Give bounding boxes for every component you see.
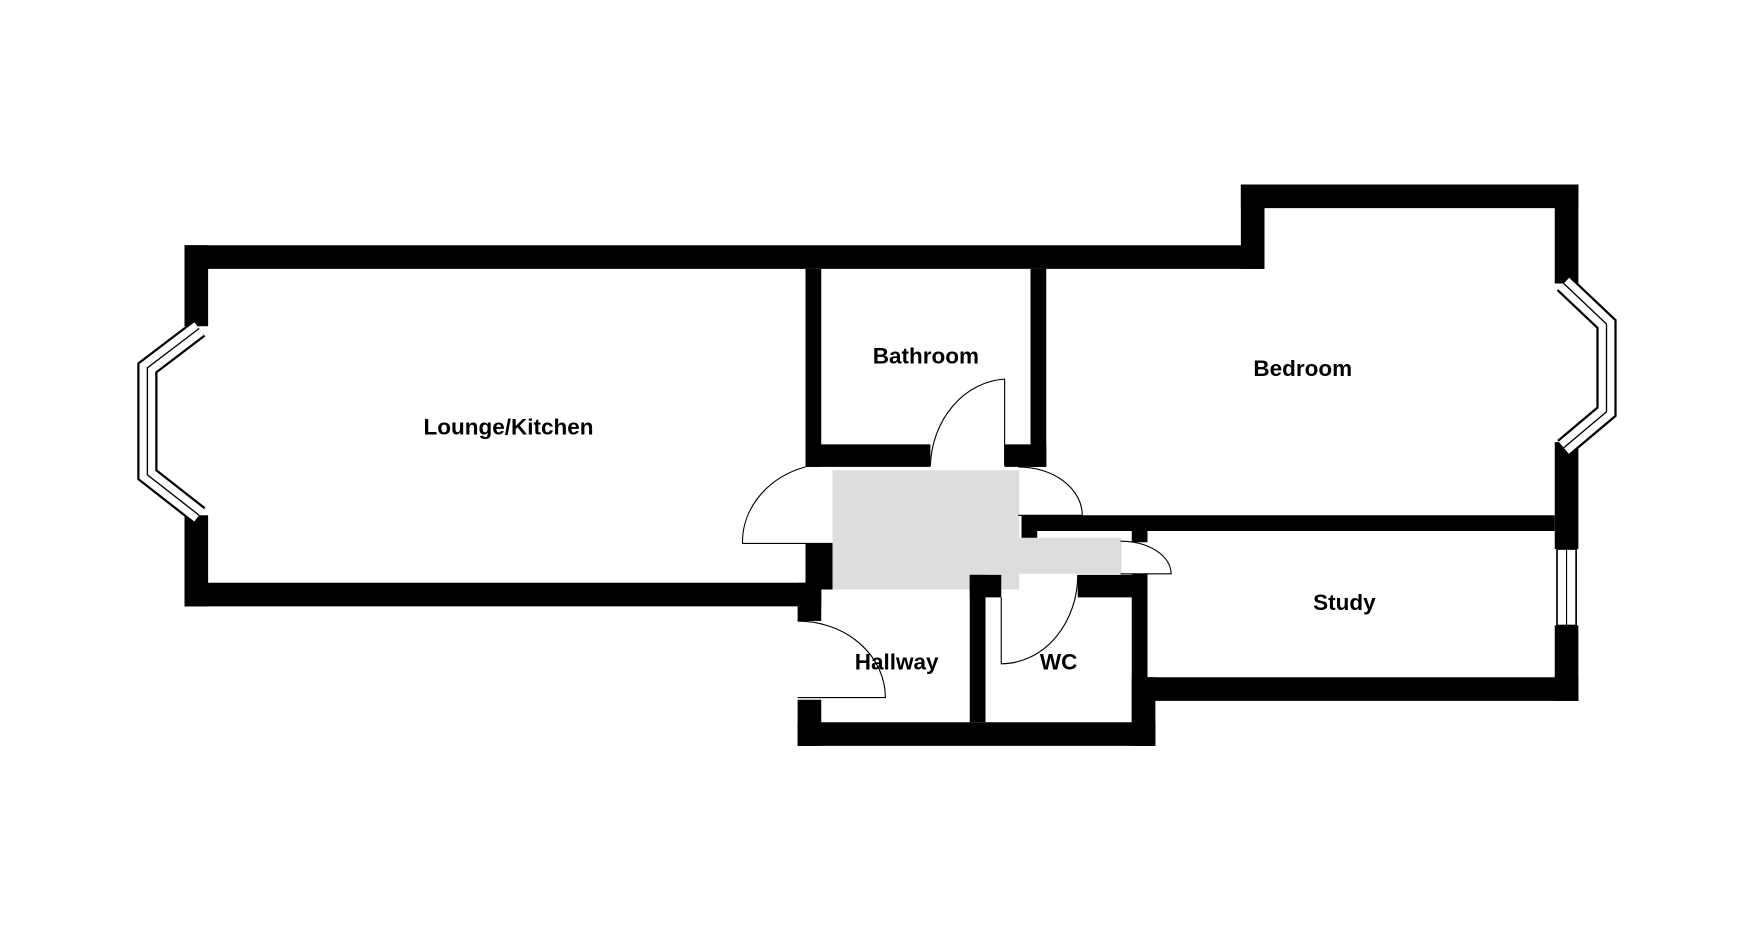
hall-floor xyxy=(832,470,1122,590)
bay-window-bedroom xyxy=(1556,276,1617,456)
door-bedroom[interactable] xyxy=(1018,466,1083,516)
door-wc[interactable] xyxy=(1000,574,1079,665)
room-label-bedroom: Bedroom xyxy=(1253,356,1352,381)
door-lounge[interactable] xyxy=(741,466,833,544)
room-label-study: Study xyxy=(1313,590,1376,615)
room-label-lounge: Lounge/Kitchen xyxy=(424,414,594,439)
room-label-wc: WC xyxy=(1040,649,1078,674)
front-door-hallway[interactable] xyxy=(797,620,886,699)
room-label-bathroom: Bathroom xyxy=(873,343,979,368)
walls xyxy=(184,184,1579,746)
door-study[interactable] xyxy=(1120,540,1172,575)
door-bathroom[interactable] xyxy=(929,378,1006,466)
bay-window-lounge xyxy=(137,320,206,524)
window-study xyxy=(1556,548,1577,627)
room-label-hallway: Hallway xyxy=(855,649,939,674)
